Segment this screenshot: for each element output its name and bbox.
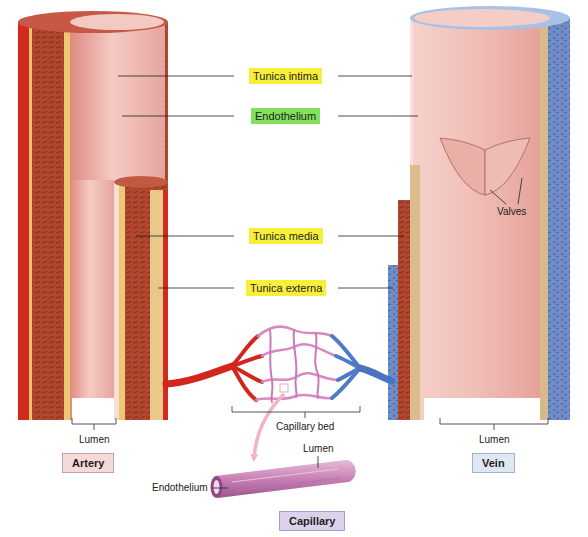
- node-text: Tunica media: [253, 229, 319, 243]
- artery-illustration: [18, 11, 168, 33]
- artery-illustration: [114, 180, 119, 420]
- node-text: Endothelium: [255, 109, 316, 123]
- layer-label: Tunica media: [249, 228, 323, 244]
- vein-illustration: [485, 138, 530, 195]
- capillary-illustration: [236, 478, 340, 491]
- layer-label: Endothelium: [251, 108, 320, 124]
- vessel-name-box: Artery: [62, 453, 114, 473]
- vein-illustration: [540, 18, 548, 420]
- artery-illustration: [18, 22, 29, 420]
- vessel-name-box: Capillary: [279, 511, 345, 531]
- artery-illustration: [18, 22, 168, 420]
- lumen-label: Lumen: [479, 434, 510, 446]
- vein-illustration: [410, 18, 550, 420]
- capillary-bed-illustration: [332, 368, 360, 398]
- capillary-illustration: [211, 476, 223, 498]
- leader-lines: [338, 288, 393, 289]
- artery-illustration: [70, 180, 114, 420]
- artery-illustration: [70, 14, 164, 30]
- artery-illustration: [119, 180, 125, 420]
- vein-illustration: [440, 138, 485, 195]
- brackets: [232, 406, 360, 418]
- capillary-bed-illustration: [262, 344, 336, 356]
- part-label: Valves: [497, 206, 526, 218]
- capillary-bed-illustration: [258, 327, 332, 336]
- lumen-label: Lumen: [79, 434, 110, 446]
- capillary-bed-illustration: [332, 336, 360, 368]
- leader-lines: [136, 236, 234, 237]
- lumen-label: Lumen: [303, 443, 334, 455]
- leader-lines: [158, 288, 234, 289]
- node-text: Tunica intima: [253, 69, 318, 83]
- capillary-bed-illustration: [315, 334, 318, 398]
- leader-lines: [212, 488, 228, 489]
- leader-lines: [122, 116, 234, 117]
- capillary-bed-illustration: [256, 395, 332, 400]
- part-label: Capillary bed: [276, 421, 334, 433]
- vein-illustration: [548, 18, 570, 420]
- artery-illustration: [29, 22, 32, 420]
- leader-lines: [118, 76, 234, 77]
- vein-illustration: [410, 165, 420, 420]
- node-text: Capillary: [289, 514, 335, 528]
- capillary-bed-illustration: [270, 330, 273, 402]
- node-text: Artery: [72, 456, 104, 470]
- leader-lines: [518, 178, 522, 204]
- artery-illustration: [70, 22, 165, 182]
- capillary-illustration: [211, 460, 356, 498]
- capillary-bed-illustration: [280, 384, 288, 392]
- vein-illustration: [410, 6, 570, 30]
- capillary-illustration: [215, 460, 356, 498]
- artery-illustration: [114, 176, 168, 188]
- part-label: Endothelium: [152, 482, 208, 494]
- layer-label: Tunica externa: [246, 280, 326, 296]
- leader-lines: [318, 456, 319, 468]
- capillary-bed-illustration: [360, 368, 392, 381]
- capillary-bed-illustration: [166, 327, 392, 402]
- brackets: [440, 418, 548, 430]
- capillary-bed-illustration: [232, 366, 256, 400]
- artery-illustration: [18, 11, 168, 420]
- leader-lines: [338, 76, 412, 77]
- vein-illustration: [398, 200, 410, 420]
- capillary-illustration: [214, 480, 220, 494]
- node-text: Vein: [482, 456, 505, 470]
- leader-lines: [338, 236, 404, 237]
- leader-lines: [490, 190, 506, 204]
- artery-illustration: [64, 22, 70, 420]
- capillary-bed-illustration: [336, 356, 360, 368]
- vein-illustration: [424, 398, 540, 420]
- layer-label: Tunica intima: [249, 68, 322, 84]
- leader-lines: [118, 76, 522, 488]
- capillary-bed-illustration: [294, 330, 297, 397]
- vessel-name-box: Vein: [472, 453, 515, 473]
- vein-illustration: [410, 18, 413, 168]
- leader-lines: [338, 116, 418, 117]
- vein-illustration: [388, 6, 570, 420]
- artery-illustration: [72, 398, 114, 420]
- capillary-bed-illustration: [166, 366, 232, 384]
- vein-illustration: [414, 9, 550, 27]
- brackets: [72, 418, 116, 430]
- capillary-bed-illustration: [262, 373, 338, 382]
- capillary-bed-illustration: [232, 356, 262, 366]
- node-text: Tunica externa: [250, 281, 322, 295]
